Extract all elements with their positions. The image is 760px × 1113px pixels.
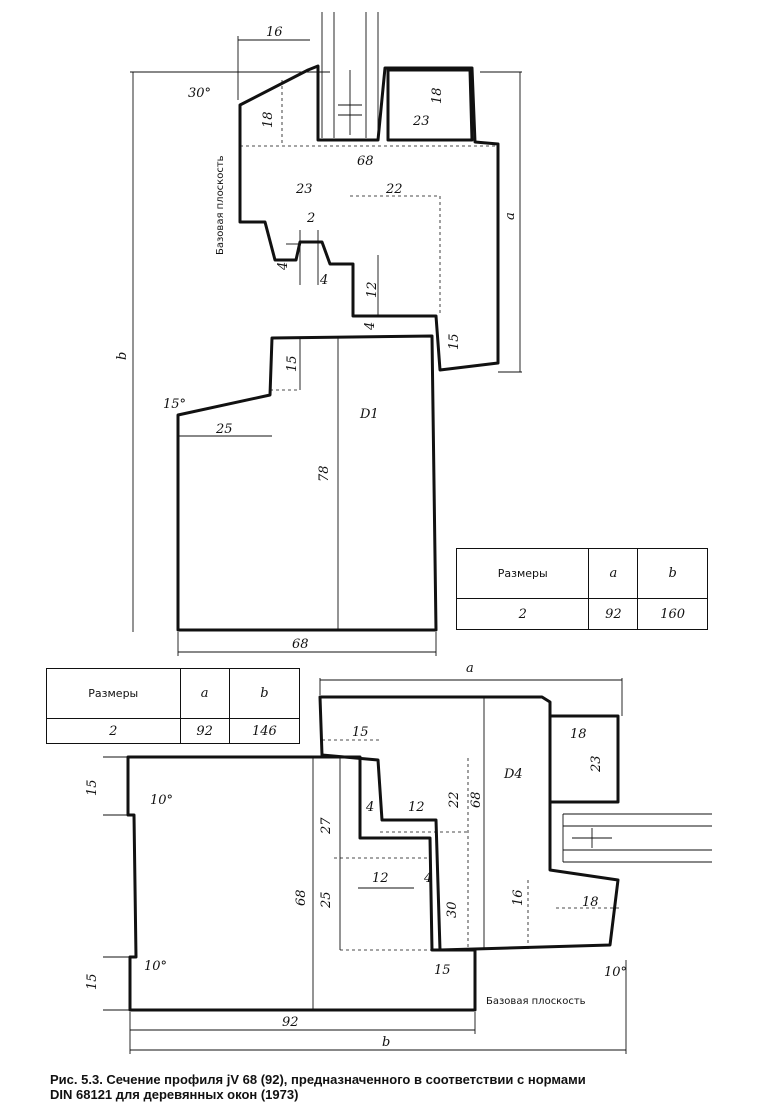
base-plane-label-lower: Базовая плоскость [486,996,586,1007]
lower-dimensions-table: Размеры a b 2 92 146 [46,668,301,744]
caption-line-1: Рис. 5.3. Сечение профиля jV 68 (92), пр… [50,1072,586,1087]
upper-table-header-a: a [588,548,639,599]
part-label-d1: D1 [359,407,379,422]
upper-table-header-sizes: Размеры [455,548,590,599]
upper-glazing-bead [386,68,474,142]
upper-table-header-b: b [637,548,708,599]
dim-a-lower: a [466,661,474,676]
dim-18-top: 18 [570,727,587,742]
dim-18-left: 18 [261,111,276,128]
upper-table-a: 92 [588,598,639,630]
dim-18-top: 18 [430,87,445,104]
dim-25: 25 [319,891,334,909]
dim-22: 22 [447,791,462,809]
dim-4-a: 4 [365,800,374,815]
dim-78: 78 [317,465,332,482]
lower-frame-section [126,755,477,1012]
lower-glass-pane [562,813,712,863]
upper-table-size: 2 [455,598,590,630]
dim-22: 22 [385,182,403,197]
lower-table-header-sizes: Размеры [46,668,181,719]
dim-angle-30: 30° [188,86,211,101]
dim-23-top: 23 [412,114,430,129]
dim-30: 30 [445,901,460,918]
dim-15-right: 15 [447,333,462,350]
dim-12: 12 [365,281,380,298]
lower-table-header-b: b [228,668,301,719]
lower-profile: a 15 18 23 D4 15 10° 27 4 12 22 68 12 4 … [85,661,712,1054]
dim-b-upper: b [115,352,130,360]
dim-18-bottom: 18 [582,895,599,910]
dim-4-b: 4 [423,871,432,886]
caption-line-2: DIN 68121 для деревянных окон (1973) [50,1087,299,1102]
dim-23: 23 [589,755,604,773]
dim-angle-15: 15° [163,397,186,412]
dim-angle-10-top: 10° [150,793,173,808]
dim-4-a: 4 [276,262,291,271]
lower-glazing-bead [548,714,620,804]
upper-dimensions-table: Размеры a b 2 92 160 [455,548,708,630]
dim-12-b: 12 [372,871,389,886]
dim-68-mid: 68 [469,791,484,808]
upper-sash-section [238,64,500,372]
dim-27: 27 [319,817,334,835]
lower-table-b: 146 [228,718,301,744]
dim-angle-10-left: 10° [144,959,167,974]
lower-sash-section [318,695,620,952]
dim-15-top: 15 [352,725,369,740]
dim-25: 25 [215,422,233,437]
dim-angle-10-right: 10° [604,965,627,980]
base-plane-label-upper: Базовая плоскость [215,155,226,255]
dim-4-gap: 4 [363,322,378,331]
dim-2: 2 [306,211,315,226]
dim-a-upper: a [503,212,518,220]
upper-table-b: 160 [637,598,708,630]
dim-68-left: 68 [294,889,309,906]
dim-92: 92 [282,1015,299,1030]
dim-23: 23 [295,182,313,197]
dim-4-b: 4 [319,273,328,288]
dim-68-top: 68 [357,154,374,169]
dim-b-lower: b [382,1035,390,1050]
dim-15-left-bottom: 15 [85,973,100,990]
lower-table-size: 2 [46,718,181,744]
upper-glass-pane [321,12,379,138]
dim-16: 16 [266,25,283,40]
figure-caption: Рис. 5.3. Сечение профиля jV 68 (92), пр… [50,1072,740,1102]
upper-frame-section [176,334,438,632]
upper-profile: 16 30° 18 23 18 68 23 22 2 4 4 12 4 15 1… [115,12,522,656]
dim-68-bottom: 68 [292,637,309,652]
dim-16: 16 [511,889,526,906]
dim-15-bottom: 15 [434,963,451,978]
dim-15-left-top: 15 [85,779,100,796]
lower-table-header-a: a [179,668,230,719]
dim-12-a: 12 [408,800,425,815]
dim-15-left: 15 [285,355,300,372]
lower-table-a: 92 [179,718,230,744]
part-label-d4: D4 [503,767,523,782]
